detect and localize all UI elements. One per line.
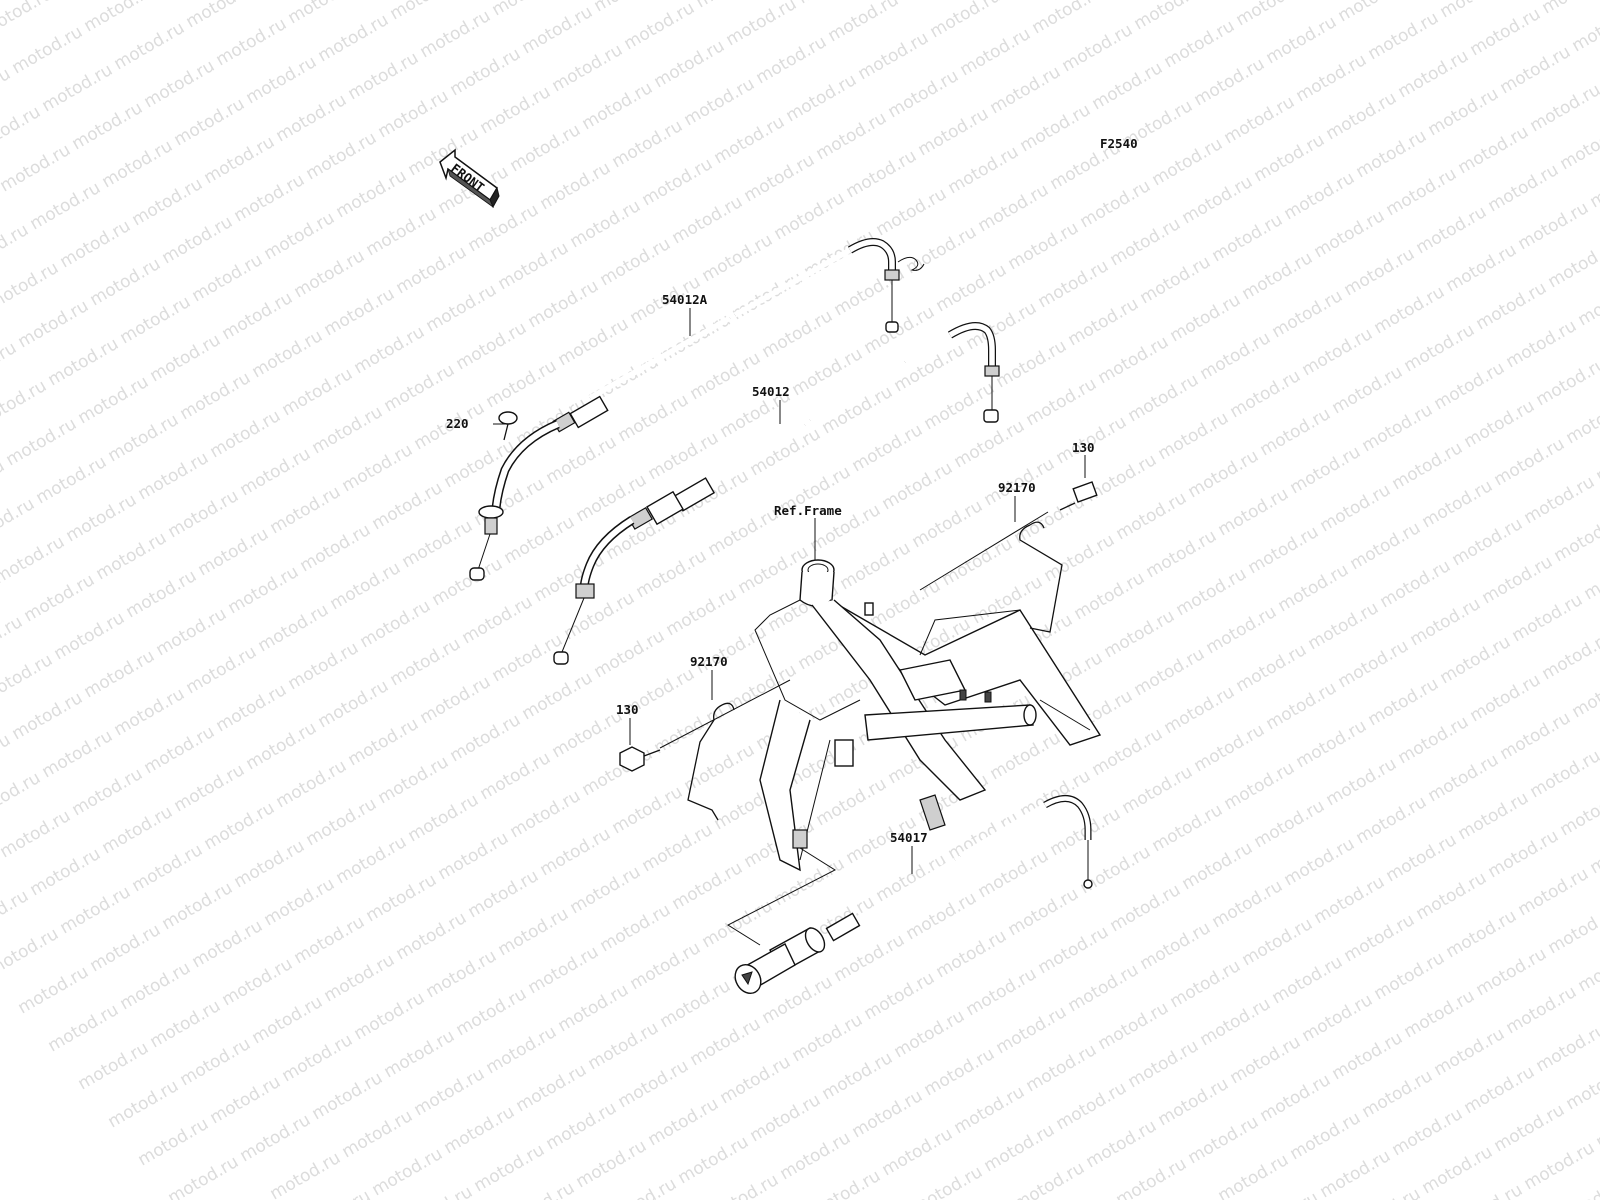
throttle-cable-54012a xyxy=(469,238,925,581)
choke-cable-54017 xyxy=(734,795,1093,995)
bolt-220 xyxy=(498,411,518,441)
frame-ref xyxy=(754,559,1102,872)
callout-54017: 54017 xyxy=(890,830,928,845)
callout-ref-frame: Ref.Frame xyxy=(774,503,842,518)
clamp-92170-left xyxy=(687,702,735,821)
callout-92170-left: 92170 xyxy=(690,654,728,669)
front-arrow-icon: FRONT xyxy=(439,148,500,209)
leader-lines xyxy=(493,308,1086,874)
callout-130-left: 130 xyxy=(616,702,639,717)
choke-mount-leader xyxy=(726,847,837,946)
clamp-92170-right xyxy=(1019,521,1063,633)
bolt-130-left xyxy=(619,679,791,772)
callout-54012a: 54012A xyxy=(662,292,708,307)
throttle-cable-54012 xyxy=(553,322,1000,665)
bolt-130-right xyxy=(919,481,1098,591)
callout-130-right: 130 xyxy=(1072,440,1095,455)
callout-54012: 54012 xyxy=(752,384,790,399)
figure-code: F2540 xyxy=(1100,136,1138,151)
callout-92170-right: 92170 xyxy=(998,480,1036,495)
callout-220: 220 xyxy=(446,416,469,431)
